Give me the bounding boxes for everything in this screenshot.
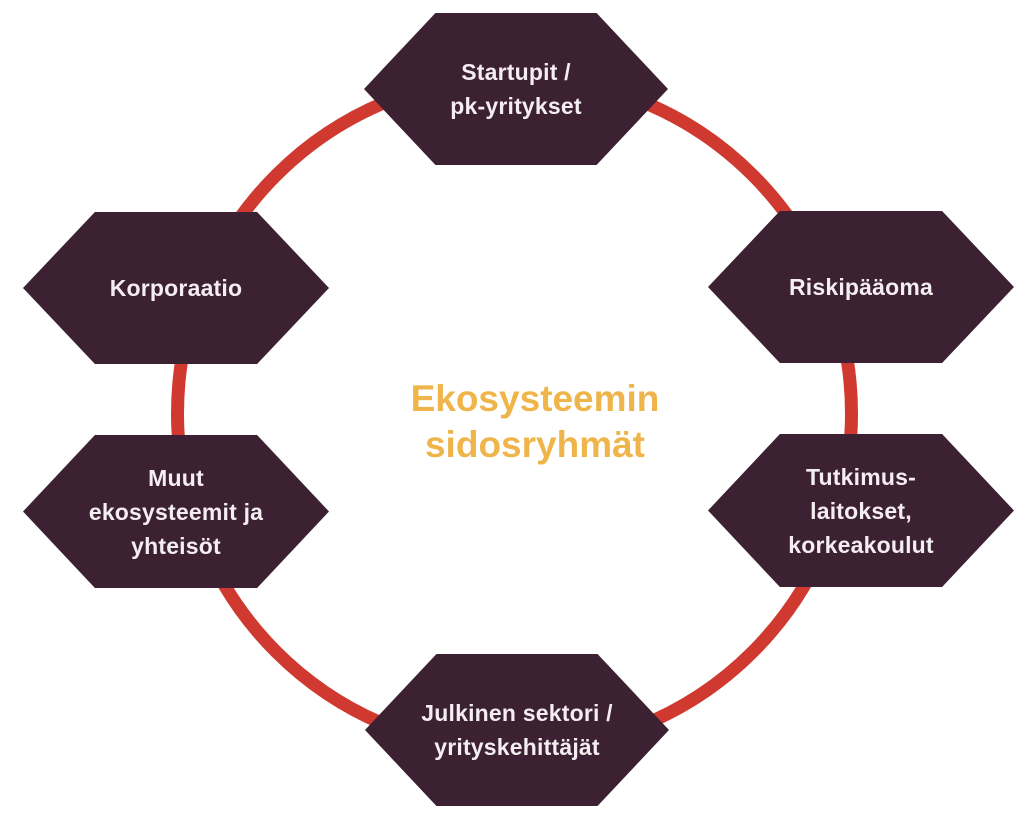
hex-node-tutkimuslaitokset-korkeakoulut: Tutkimus- laitokset, korkeakoulut (708, 434, 1014, 587)
hex-node-muut-ekosysteemit-ja-yhteisot: Muut ekosysteemit ja yhteisöt (23, 435, 329, 588)
diagram-title: Ekosysteemin sidosryhmät (410, 378, 660, 465)
hex-node-label: Tutkimus- laitokset, korkeakoulut (788, 463, 934, 558)
hex-node-label: Riskipääoma (788, 274, 934, 300)
hex-node-label: Korporaatio (109, 275, 243, 301)
hex-node-startupit-pk-yritykset: Startupit / pk-yritykset (364, 13, 668, 165)
hex-node-korporaatio: Korporaatio (23, 212, 329, 364)
hex-node-riskipaaoma: Riskipääoma (708, 211, 1014, 363)
hex-node-label: Muut ekosysteemit ja yhteisöt (88, 464, 264, 559)
hex-node-julkinen-sektori-yrityskehittajat: Julkinen sektori / yrityskehittäjät (365, 654, 669, 806)
hex-node-label: Julkinen sektori / yrityskehittäjät (421, 700, 613, 760)
hex-node-label: Startupit / pk-yritykset (450, 59, 582, 119)
